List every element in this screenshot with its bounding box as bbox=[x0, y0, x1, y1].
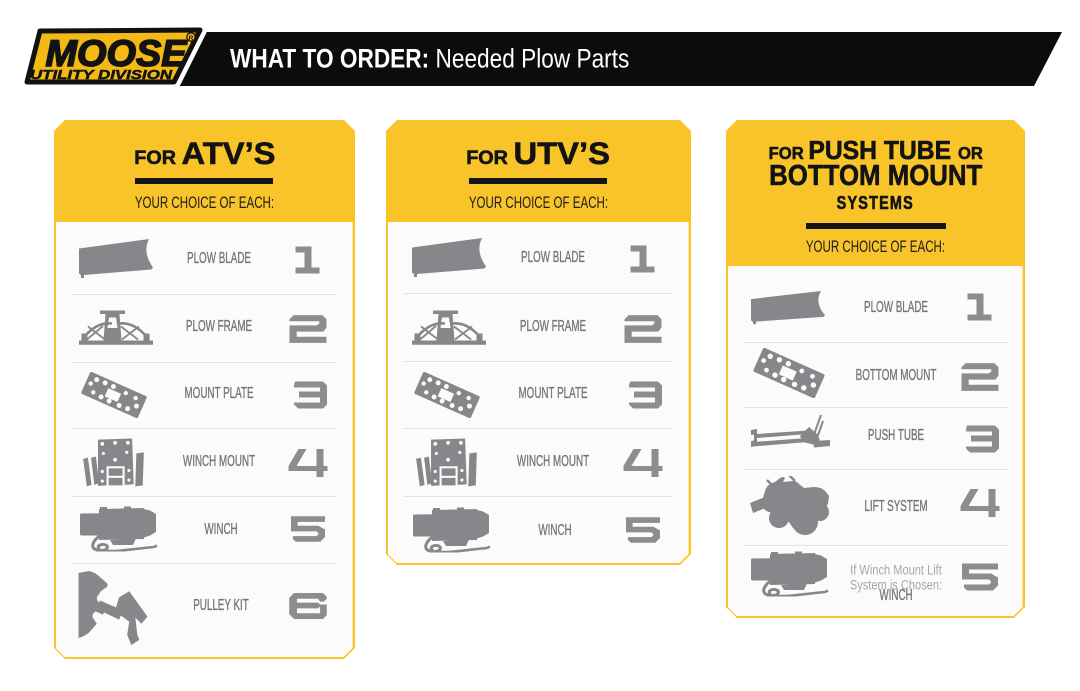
svg-text:R: R bbox=[189, 35, 194, 42]
svg-text:MOOSE: MOOSE bbox=[46, 33, 188, 74]
svg-text:WHAT TO ORDER: Needed Plow Par: WHAT TO ORDER: Needed Plow Parts bbox=[230, 45, 629, 74]
svg-text:UTILITY DIVISION: UTILITY DIVISION bbox=[30, 67, 173, 82]
